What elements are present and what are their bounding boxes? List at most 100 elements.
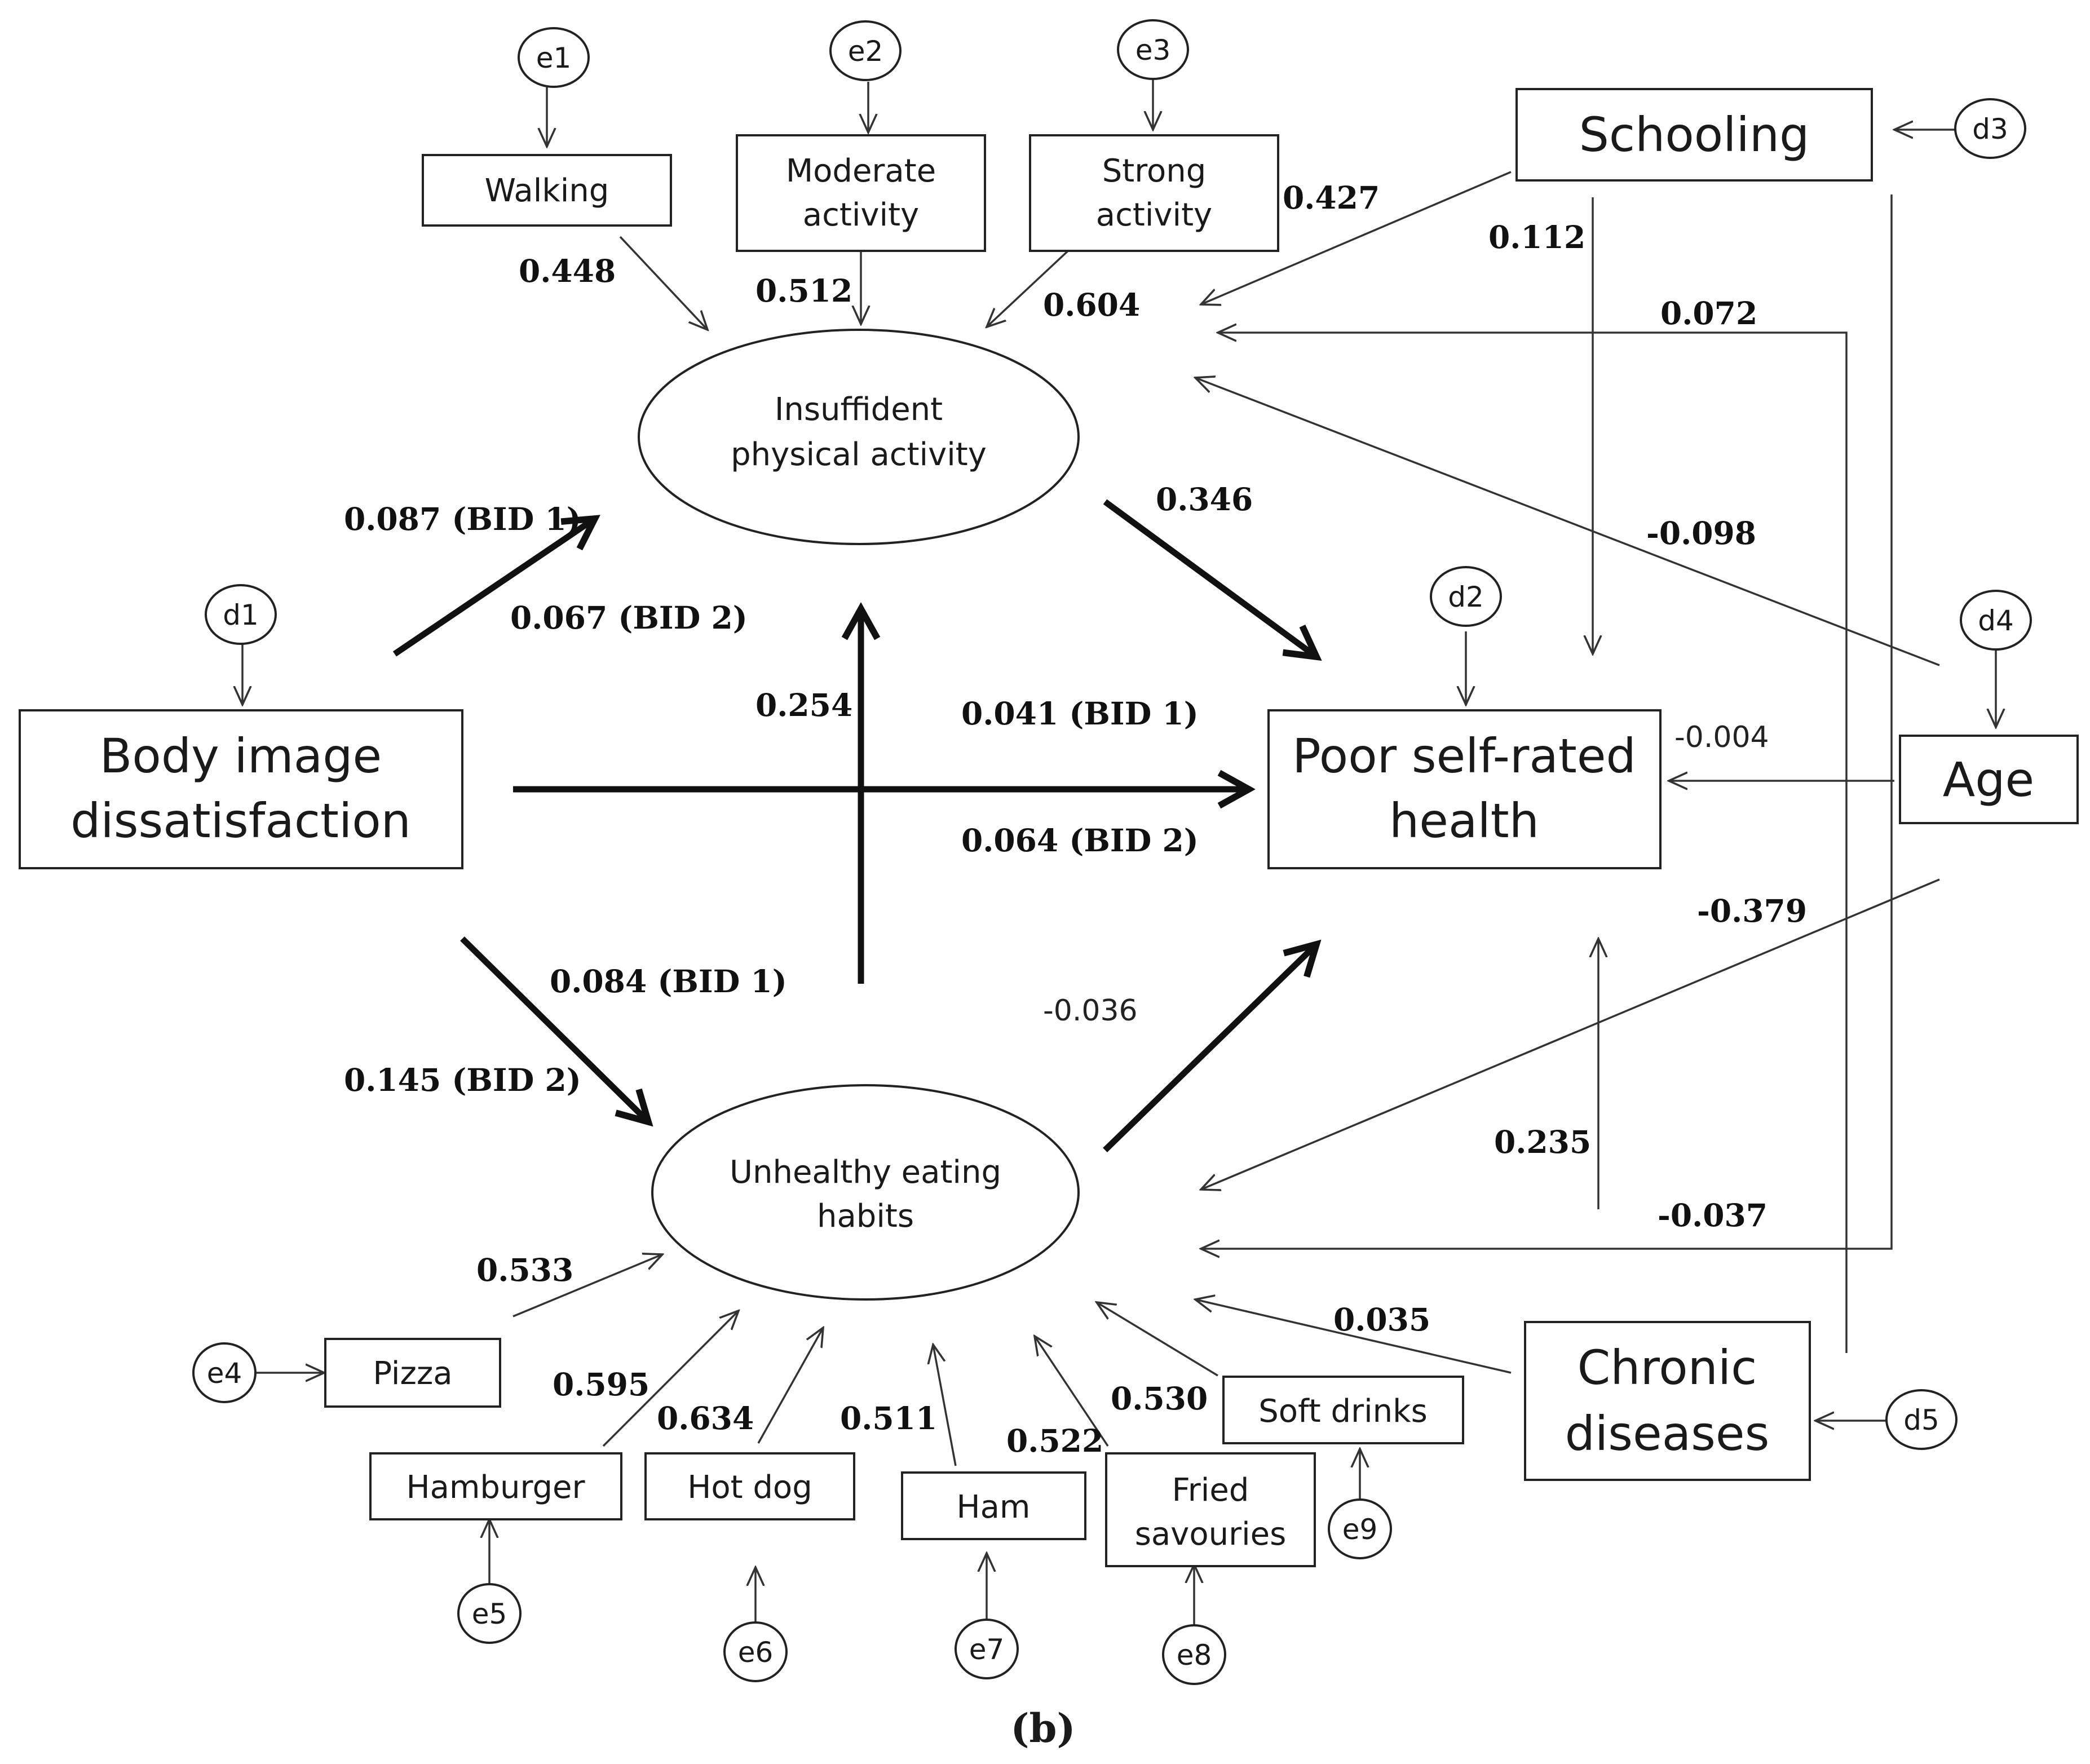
e9-circle	[1328, 1498, 1392, 1559]
e8-label: e8	[1177, 1639, 1212, 1672]
coef-age-pa: -0.098	[1646, 515, 1756, 551]
coef-pizza: 0.533	[476, 1252, 573, 1288]
arrow-strong-pa	[987, 244, 1075, 327]
poor-health-label-2: health	[1389, 793, 1539, 848]
pizza-box	[324, 1338, 501, 1408]
hamburger-box	[369, 1452, 622, 1520]
coef-schooling-pa: 0.427	[1283, 179, 1380, 216]
fried-savouries-label-1: Fried	[1172, 1472, 1249, 1509]
chronic-diseases-label-2: diseases	[1565, 1406, 1770, 1461]
arrow-age-eating	[1201, 878, 1940, 1190]
age-label: Age	[1943, 752, 2034, 807]
arrow-hotdog-eating	[757, 1328, 823, 1444]
coef-ham: 0.511	[840, 1400, 937, 1436]
hamburger-label: Hamburger	[406, 1469, 585, 1506]
coef-age-eating: -0.379	[1697, 892, 1807, 929]
coef-chronic-eating: 0.035	[1333, 1301, 1430, 1338]
e5-label: e5	[472, 1598, 507, 1630]
latent-variables: Insuffident physical activity Unhealthy …	[638, 329, 1080, 1301]
ham-label: Ham	[957, 1489, 1031, 1526]
d1-label: d1	[223, 599, 259, 631]
arrow-pa-health	[1103, 499, 1316, 657]
d3-circle	[1954, 98, 2026, 159]
coef-schooling-eating: -0.037	[1658, 1197, 1768, 1234]
e6-label: e6	[738, 1636, 774, 1669]
strong-activity-label-2: activity	[1096, 197, 1212, 233]
e7-circle	[955, 1619, 1019, 1679]
d5-circle	[1885, 1389, 1958, 1450]
coef-pa-health: 0.346	[1156, 481, 1253, 518]
body-image-label-2: dissatisfaction	[70, 793, 411, 848]
e3-label: e3	[1135, 34, 1171, 67]
main-paths	[392, 499, 1316, 1152]
e6-circle	[723, 1621, 788, 1682]
moderate-activity-box	[736, 134, 986, 252]
hot-dog-label: Hot dog	[687, 1469, 812, 1506]
unhealthy-eating-ellipse	[651, 1084, 1080, 1301]
body-image-label-1: Body image	[100, 728, 382, 784]
coef-bid-health-2: 0.064 (BID 2)	[961, 822, 1199, 859]
fried-savouries-label-2: savouries	[1135, 1516, 1287, 1553]
unhealthy-eating-label-2: habits	[817, 1198, 914, 1235]
ham-box	[901, 1471, 1086, 1540]
e4-label: e4	[207, 1357, 242, 1390]
figure-caption: (b)	[1010, 1705, 1075, 1752]
e5-circle	[457, 1583, 522, 1644]
moderate-activity-label-2: activity	[803, 197, 919, 233]
arrow-bid-eating	[460, 936, 648, 1122]
arrow-eating-health	[1103, 944, 1316, 1152]
coef-chronic-pa: 0.072	[1660, 295, 1757, 331]
arrow-chronic-pa	[1218, 333, 1848, 1353]
body-image-box	[19, 709, 463, 869]
pizza-label: Pizza	[373, 1355, 452, 1392]
arrow-schooling-eating	[1201, 194, 1893, 1249]
arrow-fried-eating	[1035, 1336, 1109, 1447]
insufficient-pa-label-1: Insuffident	[775, 391, 943, 428]
arrow-age-pa	[1195, 378, 1940, 666]
coef-moderate: 0.512	[755, 272, 852, 309]
observed-variables: Walking Moderate activity Strong activit…	[19, 88, 2079, 1567]
age-box	[1899, 735, 2079, 824]
coef-eating-pa: 0.254	[755, 687, 852, 723]
arrow-ham-eating	[933, 1345, 957, 1466]
arrow-schooling-pa	[1201, 171, 1512, 304]
arrow-pizza-eating	[512, 1254, 662, 1318]
e1-label: e1	[536, 42, 572, 74]
arrow-bid-pa	[392, 519, 595, 657]
coef-bid-health-1: 0.041 (BID 1)	[961, 695, 1199, 732]
coef-eating-health: -0.036	[1043, 994, 1138, 1028]
d1-circle	[205, 584, 277, 645]
arrow-softdrinks-eating	[1097, 1302, 1218, 1377]
poor-health-box	[1267, 709, 1662, 869]
path-coefficients: 0.448 0.512 0.604 0.427 0.112 0.072 -0.0…	[344, 179, 1807, 1459]
coef-hamburger: 0.595	[553, 1366, 649, 1403]
arrow-hamburger-eating	[602, 1311, 739, 1447]
e3-circle	[1117, 19, 1189, 80]
coef-bid-pa-1: 0.087 (BID 1)	[344, 501, 581, 537]
coef-fried: 0.522	[1006, 1422, 1103, 1459]
d2-label: d2	[1448, 581, 1484, 613]
walking-box	[422, 154, 672, 227]
coef-strong: 0.604	[1043, 286, 1140, 323]
strong-activity-box	[1029, 134, 1279, 252]
e2-circle	[829, 20, 902, 81]
coef-bid-pa-2: 0.067 (BID 2)	[510, 599, 748, 636]
coef-bid-eating-1: 0.084 (BID 1)	[550, 963, 787, 1000]
insufficient-pa-ellipse	[638, 329, 1080, 545]
walking-label: Walking	[485, 173, 609, 209]
arrow-walking-pa	[619, 236, 708, 330]
insufficient-pa-label-2: physical activity	[731, 436, 987, 473]
e2-label: e2	[848, 35, 883, 68]
e1-circle	[518, 27, 590, 88]
coef-chronic-health: 0.235	[1494, 1124, 1591, 1160]
unhealthy-eating-label-1: Unhealthy eating	[730, 1154, 1001, 1191]
d5-label: d5	[1903, 1404, 1939, 1436]
hot-dog-box	[644, 1452, 855, 1520]
coef-schooling-health: 0.112	[1488, 219, 1585, 255]
d4-circle	[1960, 590, 2032, 651]
e4-circle	[192, 1342, 257, 1403]
thin-connectors	[242, 79, 1996, 1626]
d2-circle	[1430, 566, 1502, 627]
d3-label: d3	[1972, 113, 2008, 145]
